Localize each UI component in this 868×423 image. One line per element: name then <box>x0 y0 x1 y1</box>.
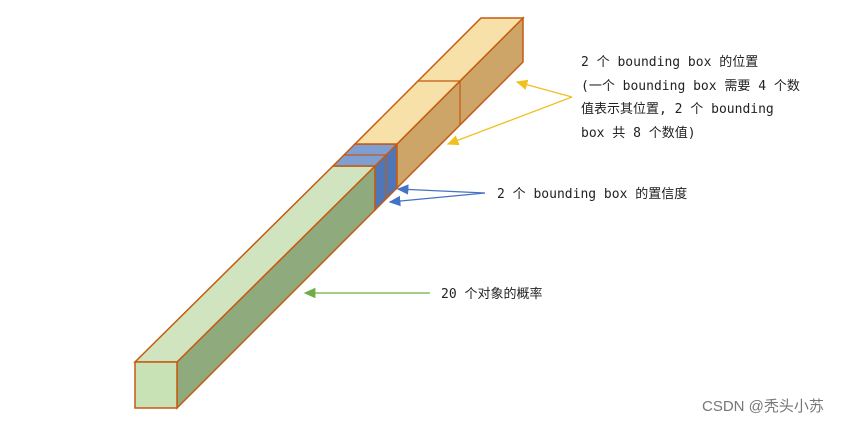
class-prob-label: 20 个对象的概率 <box>441 286 542 302</box>
confidence-label: 2 个 bounding box 的置信度 <box>497 186 687 202</box>
position-label: 2 个 bounding box 的位置 (一个 bounding box 需要… <box>581 54 800 141</box>
position-label-line-4: box 共 8 个数值) <box>581 125 696 141</box>
position-label-line-2: (一个 bounding box 需要 4 个数 <box>581 79 800 94</box>
position-arrows <box>446 79 573 146</box>
position-label-line-1: 2 个 bounding box 的位置 <box>581 54 758 70</box>
confidence-arrows <box>388 184 486 207</box>
green-front-face <box>134 361 178 409</box>
bbox-position-segment <box>353 16 525 190</box>
green-top-face <box>133 165 377 363</box>
watermark: CSDN @秃头小苏 <box>702 398 824 415</box>
green-side-face <box>176 164 376 410</box>
position-label-line-3: 值表示其位置, 2 个 bounding <box>581 101 774 117</box>
class-prob-segment <box>133 164 377 410</box>
